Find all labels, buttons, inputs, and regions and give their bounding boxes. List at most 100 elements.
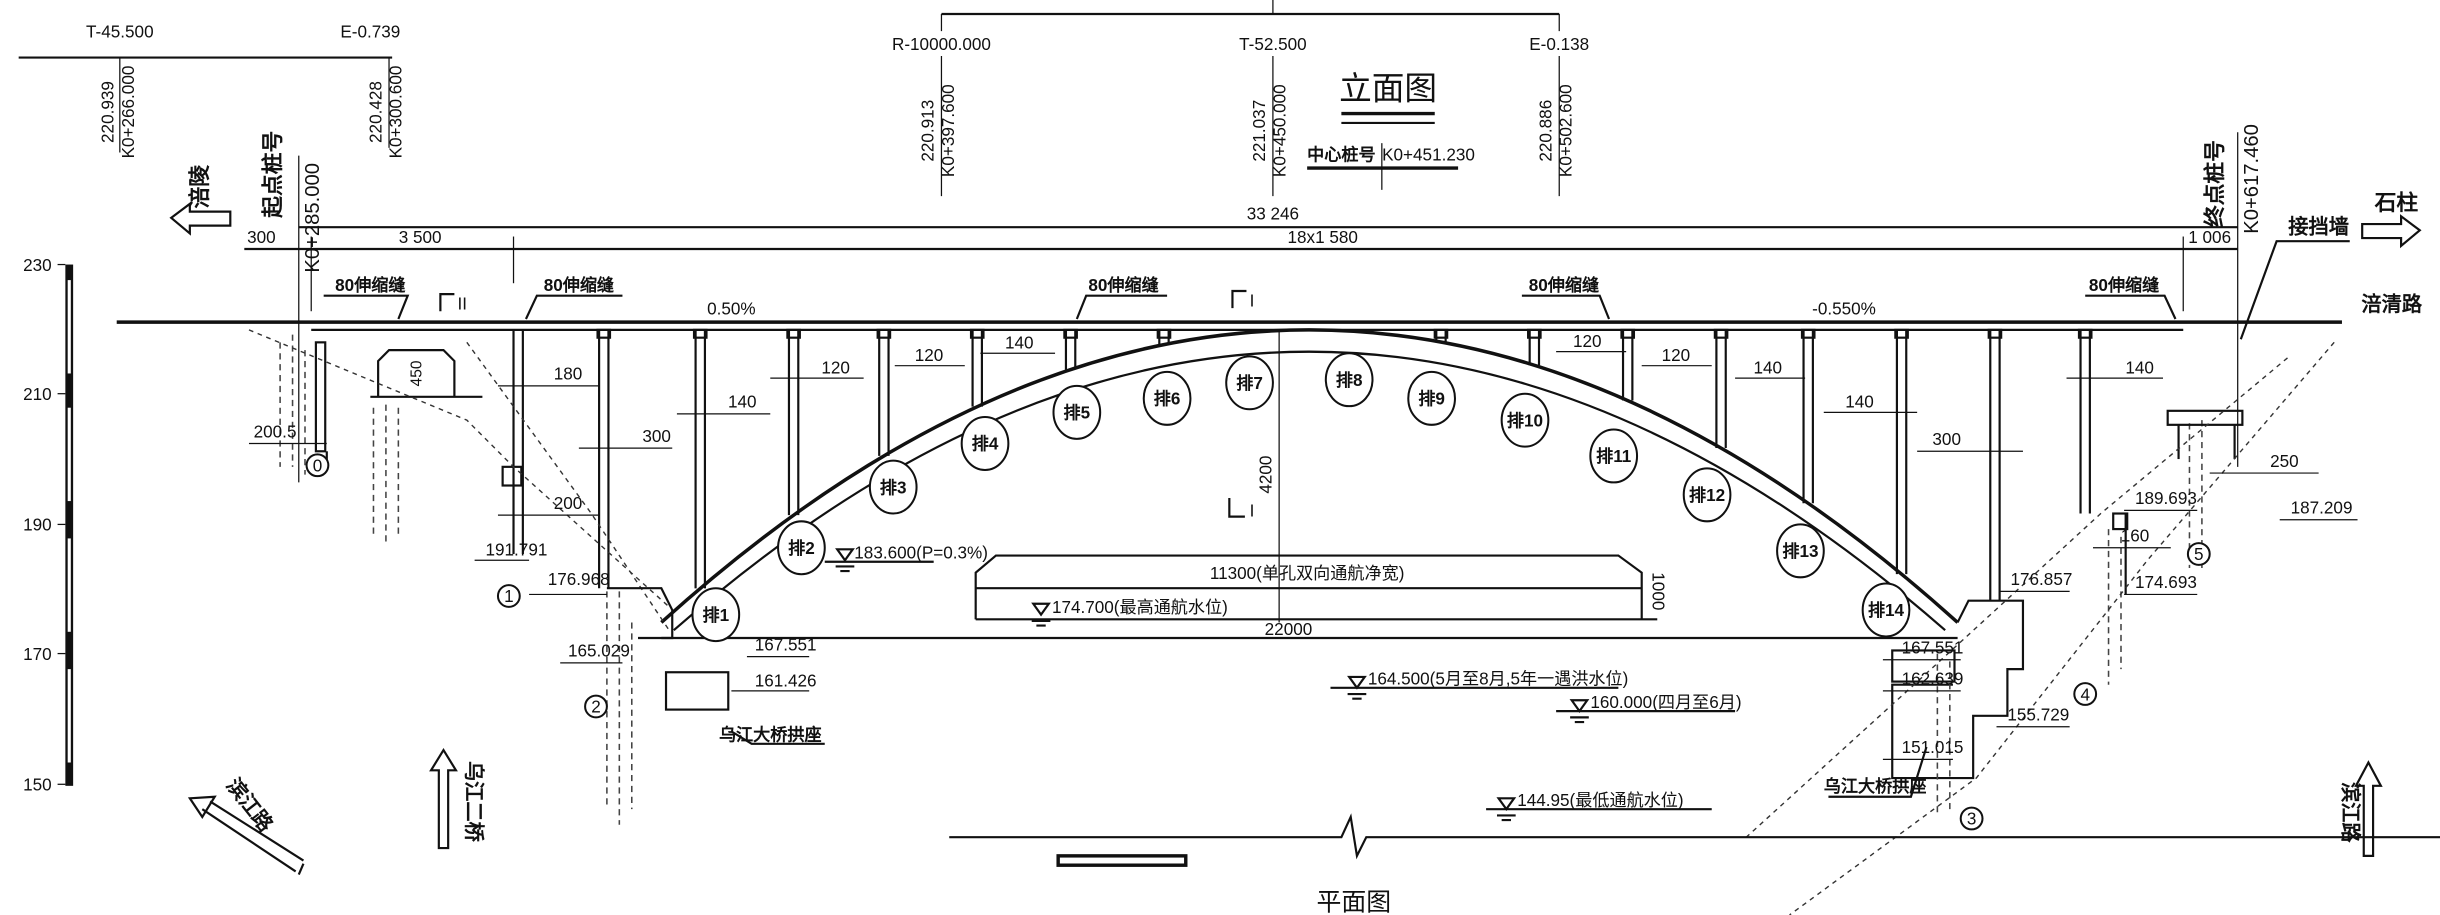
elevation-label: 176.968 bbox=[548, 570, 610, 589]
elevation-label: 187.209 bbox=[2291, 499, 2353, 518]
water-level-label: 164.500(5月至8月,5年一遇洪水位) bbox=[1368, 670, 1629, 689]
member-dim: 200 bbox=[554, 494, 583, 513]
rib-label: 排10 bbox=[1507, 410, 1543, 430]
member-dim: 300 bbox=[642, 427, 671, 446]
slope-right: -0.550% bbox=[1812, 299, 1876, 318]
spandrel-columns bbox=[596, 328, 2093, 601]
pier-number-label: 1 bbox=[504, 587, 514, 606]
water-level-label: 160.000(四月至6月) bbox=[1590, 693, 1741, 712]
end-station-label: 终点桩号 bbox=[2202, 140, 2227, 227]
elevation-label: 161.426 bbox=[755, 671, 817, 690]
expansion-joint-label: 80伸缩缝 bbox=[1088, 275, 1158, 295]
abutment-label-left: 乌江大桥拱座 bbox=[719, 725, 822, 745]
elevation-callouts: 200.5 191.791 176.968 165.029 167.551 16… bbox=[248, 422, 2358, 761]
clear-width-label: 11300(单孔双向通航净宽) bbox=[1210, 564, 1405, 583]
water-level-mark: 183.600(P=0.3%) bbox=[824, 544, 988, 573]
arch-rib-marker: 排6 bbox=[1142, 370, 1192, 426]
direction-label: 滨江路 bbox=[2339, 782, 2363, 843]
arch-rib-marker: 排10 bbox=[1500, 392, 1550, 448]
curve-station: K0+450.000 bbox=[1270, 84, 1289, 177]
slope-left: 0.50% bbox=[707, 299, 756, 318]
curve-param: R-10000.000 bbox=[892, 35, 991, 54]
total-length: 33 246 bbox=[1247, 204, 1299, 223]
drawing-title: 立面图 bbox=[1339, 70, 1437, 107]
curve-param: T-52.500 bbox=[1239, 35, 1307, 54]
section-mark-II: II bbox=[458, 295, 468, 314]
center-station-value: K0+451.230 bbox=[1382, 145, 1475, 164]
rib-label: 排8 bbox=[1336, 370, 1363, 390]
curve-station: K0+300.600 bbox=[386, 66, 405, 159]
pier-number: 0 bbox=[305, 453, 330, 478]
direction-binjiang-right: 滨江路 bbox=[2339, 760, 2383, 857]
rib-label: 排14 bbox=[1868, 600, 1905, 620]
plan-view-header: 平面图 bbox=[949, 813, 2440, 915]
up-arrow-icon bbox=[429, 747, 458, 850]
spandrel-column bbox=[596, 328, 612, 589]
elevation-label: 167.551 bbox=[1902, 639, 1964, 658]
spandrel-column bbox=[1894, 328, 1909, 575]
spandrel-column bbox=[1156, 328, 1172, 345]
direction-wujiang-bridge2: 乌江二桥 bbox=[429, 747, 486, 850]
right-arrow-icon bbox=[2361, 214, 2422, 249]
spandrel-column bbox=[2077, 328, 2093, 514]
navigation-clearance: 11300(单孔双向通航净宽) 1000 22000 bbox=[638, 554, 1958, 640]
scale-tick-label: 190 bbox=[23, 516, 52, 535]
expansion-joint-label: 80伸缩缝 bbox=[2089, 275, 2159, 295]
drawing-title-block: 立面图 中心桩号 K0+451.230 bbox=[1307, 70, 1475, 190]
spandrel-column bbox=[1620, 328, 1636, 401]
curve-elevation: 220.939 bbox=[99, 81, 118, 143]
right-approach bbox=[1742, 341, 2335, 915]
water-level-mark: 160.000(四月至6月) bbox=[1556, 693, 1742, 724]
direction-binjiang-left: 滨江路 bbox=[187, 774, 305, 875]
expansion-joint-label: 80伸缩缝 bbox=[1529, 275, 1599, 295]
water-level-label: 174.700(最高通航水位) bbox=[1052, 598, 1228, 617]
scale-tick-label: 150 bbox=[23, 776, 52, 795]
curve-param: E-0.138 bbox=[1529, 35, 1589, 54]
spandrel-column bbox=[786, 328, 801, 516]
curve-param: E-0.739 bbox=[340, 22, 400, 41]
rib-label: 排13 bbox=[1782, 541, 1818, 561]
spandrel-column bbox=[1987, 328, 2003, 601]
arch-rise-dim: 4200 bbox=[1256, 456, 1275, 494]
elevation-label: 200.5 bbox=[254, 422, 297, 441]
arch-rib-marker: 排9 bbox=[1407, 370, 1456, 426]
first-span-dim: 3 500 bbox=[399, 228, 442, 247]
section-mark-I: I bbox=[1250, 502, 1255, 521]
curve-elevation: 221.037 bbox=[1250, 100, 1269, 162]
curve-param: T-45.500 bbox=[86, 22, 154, 41]
water-level-mark: 144.95(最低通航水位) bbox=[1486, 791, 1712, 822]
spandrel-column bbox=[692, 328, 708, 589]
member-dim: 250 bbox=[2270, 452, 2299, 471]
up-arrow-icon bbox=[2354, 760, 2383, 857]
member-dim: 160 bbox=[2121, 527, 2150, 546]
box-height-dim: 450 bbox=[409, 360, 426, 386]
start-station-label: 起点桩号 bbox=[260, 131, 285, 218]
spandrel-column bbox=[1713, 328, 1729, 449]
arch-rib-marker: 排4 bbox=[960, 416, 1010, 471]
elevation-label: 167.551 bbox=[755, 635, 817, 654]
elevation-label: 174.693 bbox=[2135, 573, 2197, 592]
member-dim: 120 bbox=[1662, 346, 1691, 365]
pier-number: 5 bbox=[2186, 542, 2211, 566]
rib-label: 排1 bbox=[703, 605, 730, 625]
direction-fuling: 涪陵 bbox=[169, 165, 232, 236]
member-dim: 140 bbox=[1005, 334, 1034, 353]
main-arch: 4200 bbox=[660, 328, 1959, 632]
bridge-deck: 0.50% -0.550% bbox=[116, 299, 2342, 331]
member-dim: 140 bbox=[728, 393, 757, 412]
water-level-mark: 164.500(5月至8月,5年一遇洪水位) bbox=[1330, 670, 1629, 700]
pier-number-label: 3 bbox=[1967, 810, 1977, 829]
elevation-scale: 230 210 190 170 150 bbox=[23, 256, 74, 795]
clearance-height-dim: 1000 bbox=[1649, 572, 1668, 610]
arch-rib-marker: 排5 bbox=[1052, 384, 1102, 440]
member-dim: 120 bbox=[1573, 332, 1602, 351]
member-dim: 140 bbox=[1753, 358, 1782, 377]
dimension-lines: 33 246 300 3 500 18x1 580 1 006 bbox=[244, 204, 2238, 312]
pier-number: 2 bbox=[584, 694, 608, 719]
pier-number: 3 bbox=[1959, 806, 1984, 831]
direction-label: 涪陵 bbox=[187, 165, 212, 209]
spandrel-column bbox=[1527, 328, 1542, 366]
retaining-wall-callout: 接挡墙 bbox=[2239, 214, 2350, 340]
